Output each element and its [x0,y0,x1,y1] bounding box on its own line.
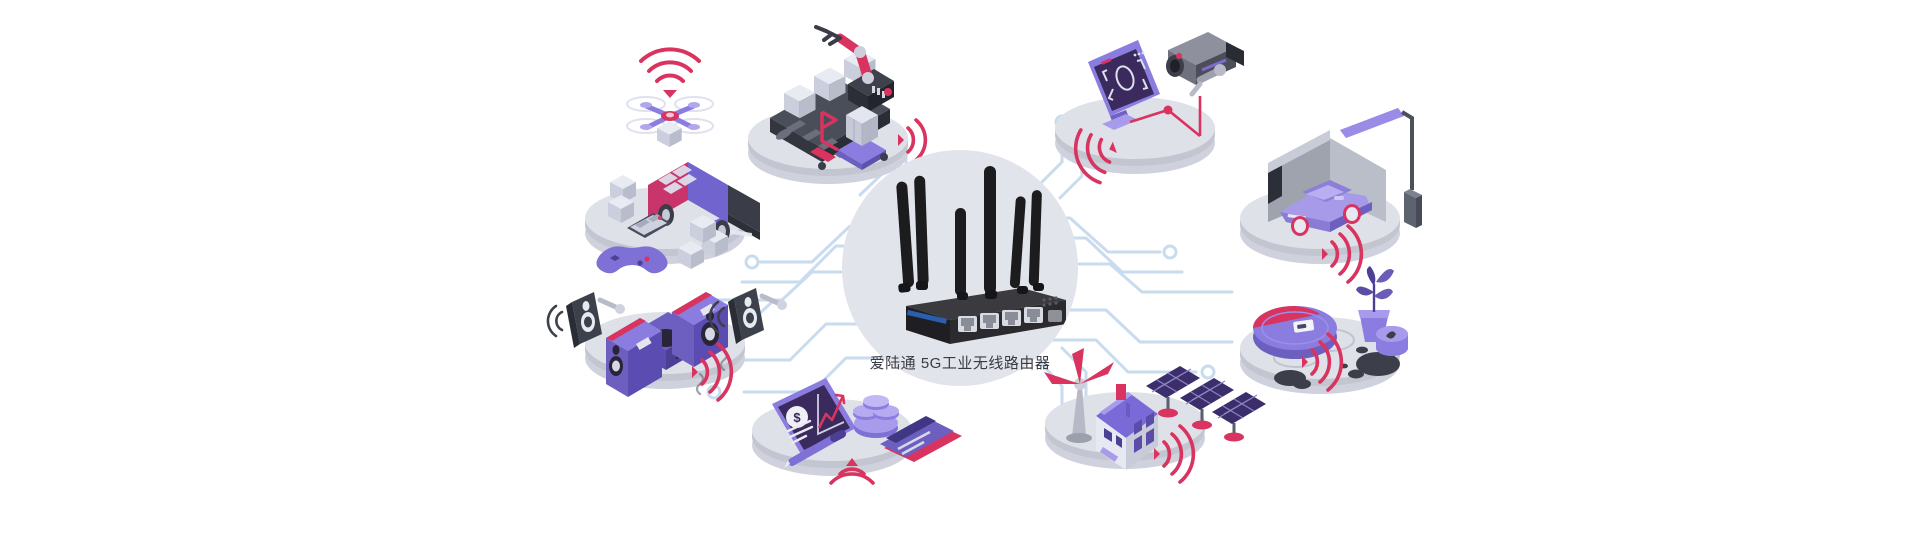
stylus-pen [784,430,846,468]
wall-speaker-left [546,292,625,348]
cctv-camera [1166,32,1244,97]
svg-text:$: $ [793,410,801,425]
center-hub[interactable] [842,150,1078,386]
robot-vacuum [1253,306,1337,359]
wall-speaker-right [708,288,787,344]
house [1096,384,1158,470]
tablet [627,213,671,238]
robotic-arm [814,25,874,84]
node-smart-audio[interactable] [546,288,787,402]
coin-stack [853,395,899,438]
router-device [896,166,1066,344]
pallet-jack [810,110,888,170]
electric-car [1280,180,1372,236]
solar-panel-array [1146,366,1266,442]
node-smart-factory[interactable] [748,25,928,184]
delivery-drone [626,47,714,147]
wifi-signal [829,458,875,485]
street-lamp [1340,108,1422,228]
wind-turbine [1044,348,1114,443]
speaker-left [606,318,662,397]
credit-card [880,416,962,462]
node-smart-garage[interactable] [1240,108,1422,284]
node-video-surveillance[interactable] [1055,32,1244,187]
game-controller [596,246,668,274]
wifi-signal [1073,128,1117,185]
node-renewable-energy[interactable] [1044,348,1266,484]
waste-bin [1376,326,1408,356]
node-mobile-payment[interactable]: $ [752,378,962,485]
dust-spots [1274,346,1400,389]
monitor-display [1088,40,1160,130]
node-smart-home-cleaning[interactable] [1240,266,1408,394]
garage-structure [1268,130,1386,222]
node-logistics-delivery[interactable] [585,47,760,274]
